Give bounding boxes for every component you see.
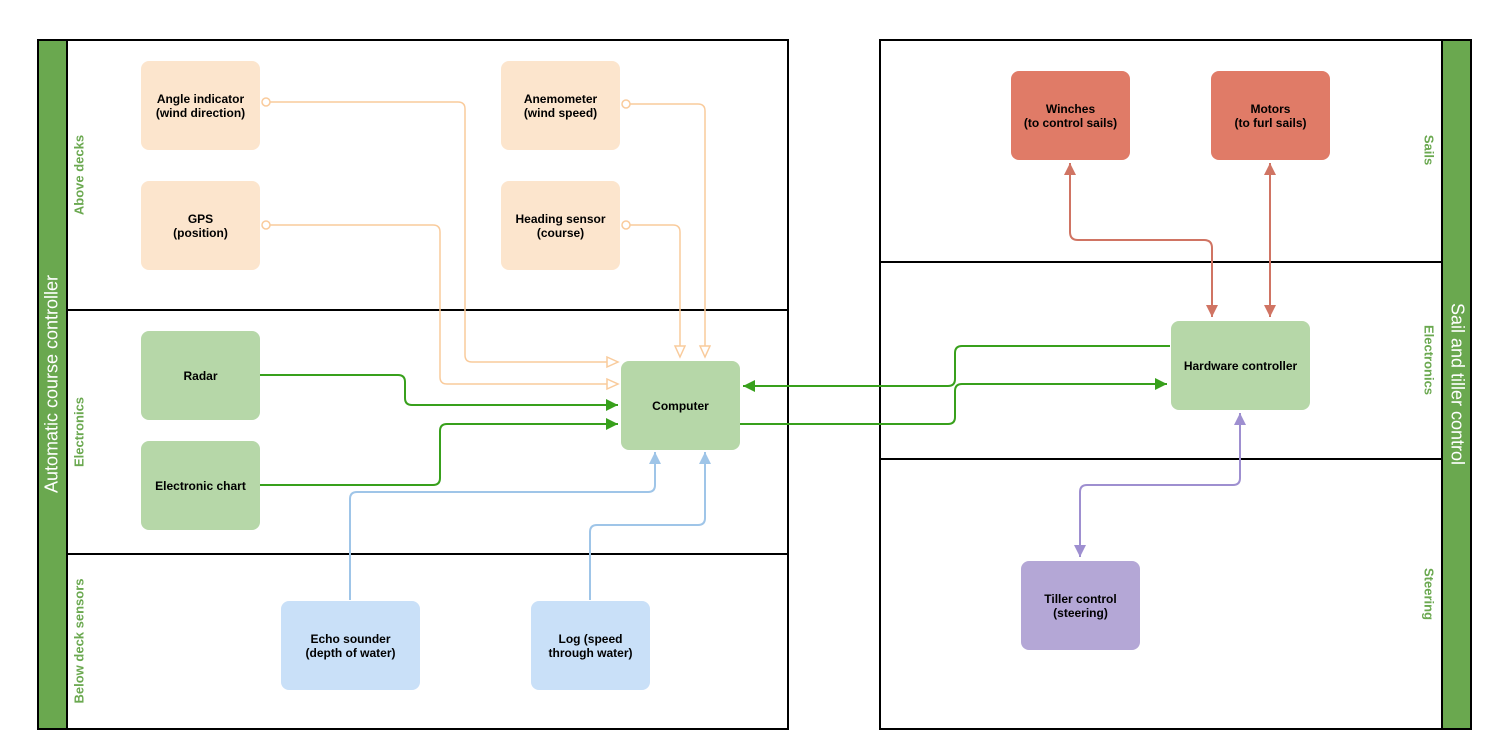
edge-winches-hardware	[1064, 163, 1218, 317]
node-angle-indicator: Angle indicator (wind direction)	[141, 61, 260, 150]
edge-radar-to-computer	[260, 374, 618, 411]
node-radar: Radar	[141, 331, 260, 420]
node-gps: GPS (position)	[141, 181, 260, 270]
port-dot	[261, 220, 271, 230]
edge-hardware-to-computer	[743, 345, 1170, 392]
port-dot	[621, 99, 631, 109]
node-computer: Computer	[621, 361, 740, 450]
edge-echo-to-computer	[349, 452, 661, 600]
node-tiller-control: Tiller control (steering)	[1021, 561, 1140, 650]
edge-hardware-tiller	[1074, 413, 1246, 557]
lane-divider	[66, 553, 789, 555]
edge-angle-to-computer	[270, 101, 618, 362]
edge-chart-to-computer	[260, 418, 618, 486]
left-pool	[66, 39, 789, 730]
edge-anemometer-to-computer	[630, 103, 705, 357]
lane-divider	[66, 309, 789, 311]
node-hardware-controller: Hardware controller	[1171, 321, 1310, 410]
port-dot	[261, 97, 271, 107]
node-echo-sounder: Echo sounder (depth of water)	[281, 601, 420, 690]
node-motors: Motors (to furl sails)	[1211, 71, 1330, 160]
node-anemometer: Anemometer (wind speed)	[501, 61, 620, 150]
port-dot	[621, 220, 631, 230]
node-heading-sensor: Heading sensor (course)	[501, 181, 620, 270]
edge-log-to-computer	[589, 452, 711, 600]
node-winches: Winches (to control sails)	[1011, 71, 1130, 160]
node-electronic-chart: Electronic chart	[141, 441, 260, 530]
edge-computer-to-hardware	[740, 378, 1167, 425]
edge-gps-to-computer	[270, 224, 618, 384]
node-log: Log (speed through water)	[531, 601, 650, 690]
right-pool-title-bar	[1441, 39, 1472, 730]
edge-heading-to-computer	[630, 224, 680, 357]
